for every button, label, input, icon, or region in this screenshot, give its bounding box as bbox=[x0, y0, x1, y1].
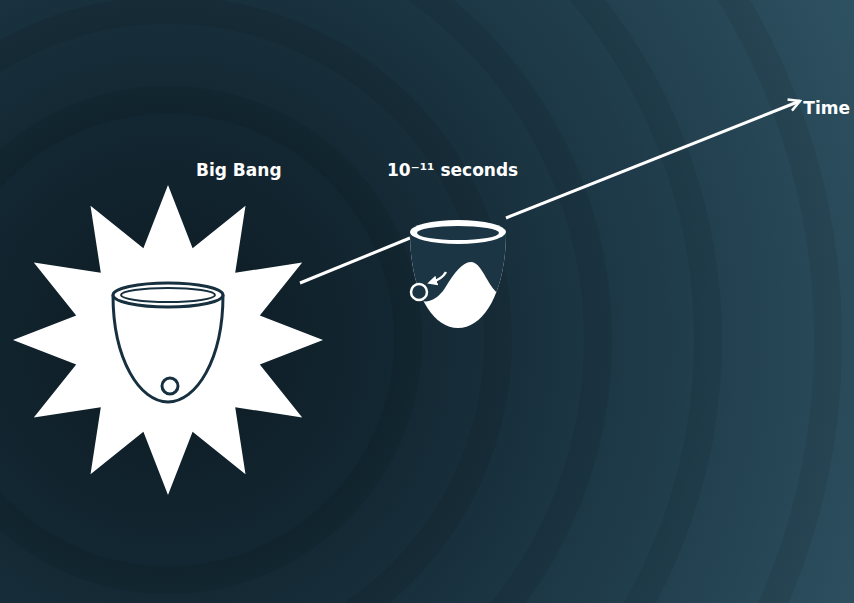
axis-label: Time bbox=[803, 98, 850, 118]
time-label: 10⁻¹¹ seconds bbox=[387, 160, 518, 180]
potential-cup-broken bbox=[405, 220, 512, 328]
time-arrow bbox=[506, 101, 800, 218]
rings bbox=[0, 0, 828, 603]
event-label: Big Bang bbox=[196, 160, 282, 180]
starburst bbox=[13, 185, 323, 495]
potential-cup-symmetric bbox=[113, 283, 223, 402]
timeline bbox=[300, 238, 410, 283]
